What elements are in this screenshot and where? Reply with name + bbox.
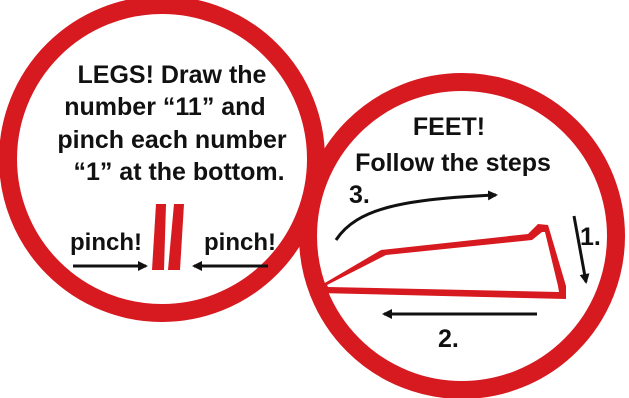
legs-instruction-line-2: number “11” and bbox=[64, 93, 265, 121]
feet-title: FEET! bbox=[413, 113, 485, 141]
step-3-label: 3. bbox=[349, 181, 370, 209]
legs-instruction-line-3: pinch each number bbox=[57, 126, 286, 154]
step-2-label: 2. bbox=[438, 325, 459, 353]
legs-instruction-line-1: LEGS! Draw the bbox=[78, 61, 267, 89]
legs-instruction-line-4: “1” at the bottom. bbox=[73, 158, 284, 186]
step-1-label: 1. bbox=[580, 223, 601, 251]
feet-subtitle: Follow the steps bbox=[355, 149, 551, 177]
feet-panel: FEET! Follow the steps 3. 1. 2. bbox=[308, 82, 616, 390]
pinch-label-right: pinch! bbox=[204, 229, 276, 256]
legs-panel: LEGS! Draw the number “11” and pinch eac… bbox=[8, 5, 316, 313]
pinch-label-left: pinch! bbox=[70, 229, 142, 256]
